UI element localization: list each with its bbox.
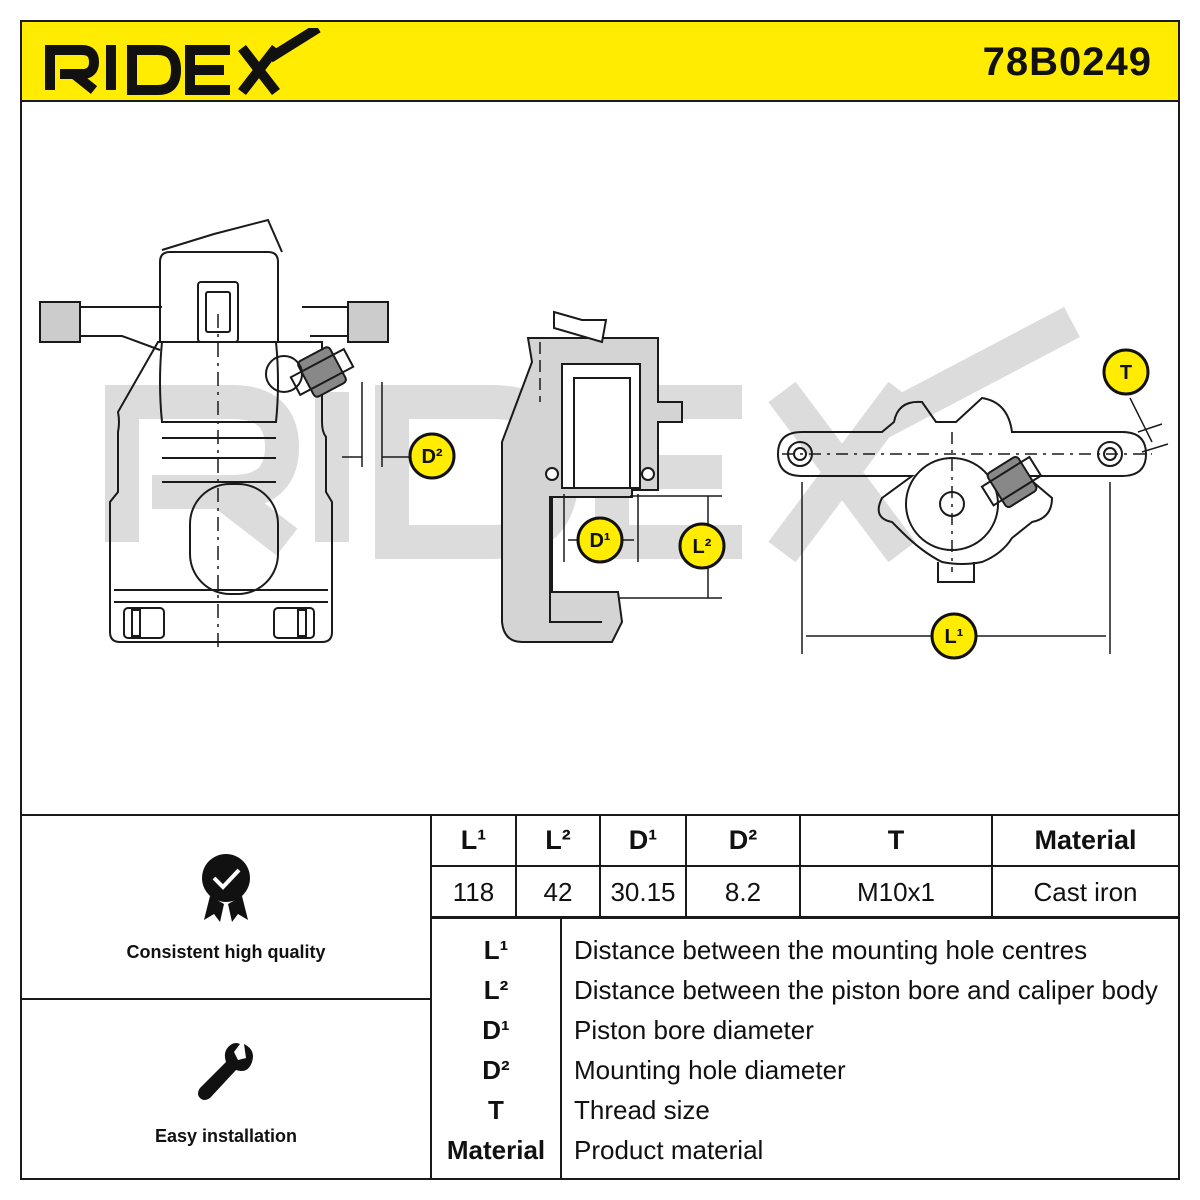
spec-header-row: L¹ L² D¹ D² T Material [432,816,1178,867]
d1-l2-dimensions [563,494,722,599]
spec-value-cell: 8.2 [685,865,801,919]
spec-header-cell: D² [685,816,801,867]
info-panel: Consistent high quality Easy installatio… [22,814,1178,1180]
legend-text: Product material [574,1135,764,1165]
legend-key: D¹ [482,1015,510,1045]
feature-label: Consistent high quality [126,942,326,962]
feature-column: Consistent high quality Easy installatio… [22,816,432,1180]
wrench-icon [198,1043,253,1100]
legend-key: Material [446,1135,546,1165]
d2-callout: D² [421,446,442,468]
legend-row: T Thread size [432,1090,1178,1130]
legend-key: D² [482,1055,510,1085]
legend-key: L² [483,975,509,1005]
spec-value-cell: 30.15 [599,865,687,919]
feature-installation: Easy installation [22,1000,430,1180]
feature-label: Easy installation [154,1126,298,1146]
t-callout-badge [1102,348,1150,396]
legend-text: Piston bore diameter [574,1015,814,1045]
legend-row: D¹ Piston bore diameter [432,1010,1178,1050]
legend-row: Material Product material [432,1130,1178,1170]
ridex-logo [45,28,321,96]
legend-key: L¹ [483,935,509,965]
spec-value-cell: 118 [432,865,517,919]
t-callout: T [1120,362,1132,384]
spec-header-cell: L² [515,816,601,867]
spec-header-cell: Material [991,816,1178,867]
caliper-front-view [39,218,389,650]
product-sheet: 78B0249 [20,20,1180,1180]
legend-text: Distance between the mounting hole centr… [574,935,1088,965]
spec-value-cell: M10x1 [799,865,993,919]
quality-badge-icon [202,854,250,922]
legend-text: Distance between the piston bore and cal… [574,975,1158,1005]
l1-callout-badge [930,612,978,660]
d2-callout-badge [408,432,456,480]
caliper-drawing: D² D¹ L² L¹ T [39,218,1169,660]
header-bar: 78B0249 [22,22,1178,102]
legend-text: Thread size [574,1095,710,1125]
legend-divider [560,918,562,1180]
l2-callout: L² [693,536,712,558]
caliper-section-view [501,310,683,643]
spec-header-cell: T [799,816,993,867]
l2-callout-badge [678,522,726,570]
d1-callout-badge [576,516,624,564]
legend-row: D² Mounting hole diameter [432,1050,1178,1090]
legend-row: L¹ Distance between the mounting hole ce… [432,930,1178,970]
spec-value-cell: Cast iron [991,865,1178,919]
caliper-top-view [776,396,1152,583]
legend-text: Mounting hole diameter [574,1055,846,1085]
spec-value-cell: 42 [515,865,601,919]
part-number: 78B0249 [982,40,1152,84]
feature-quality: Consistent high quality [22,816,430,1000]
spec-legend: L¹ Distance between the mounting hole ce… [432,916,1178,1180]
legend-key: T [488,1095,504,1125]
legend-row: L² Distance between the piston bore and … [432,970,1178,1010]
spec-header-cell: D¹ [599,816,687,867]
d1-callout: D¹ [589,530,610,552]
spec-value-row: 118 42 30.15 8.2 M10x1 Cast iron [432,865,1178,919]
l1-callout: L¹ [945,626,964,648]
spec-header-cell: L¹ [432,816,517,867]
spec-table: L¹ L² D¹ D² T Material 118 42 30.15 8.2 … [432,816,1178,919]
